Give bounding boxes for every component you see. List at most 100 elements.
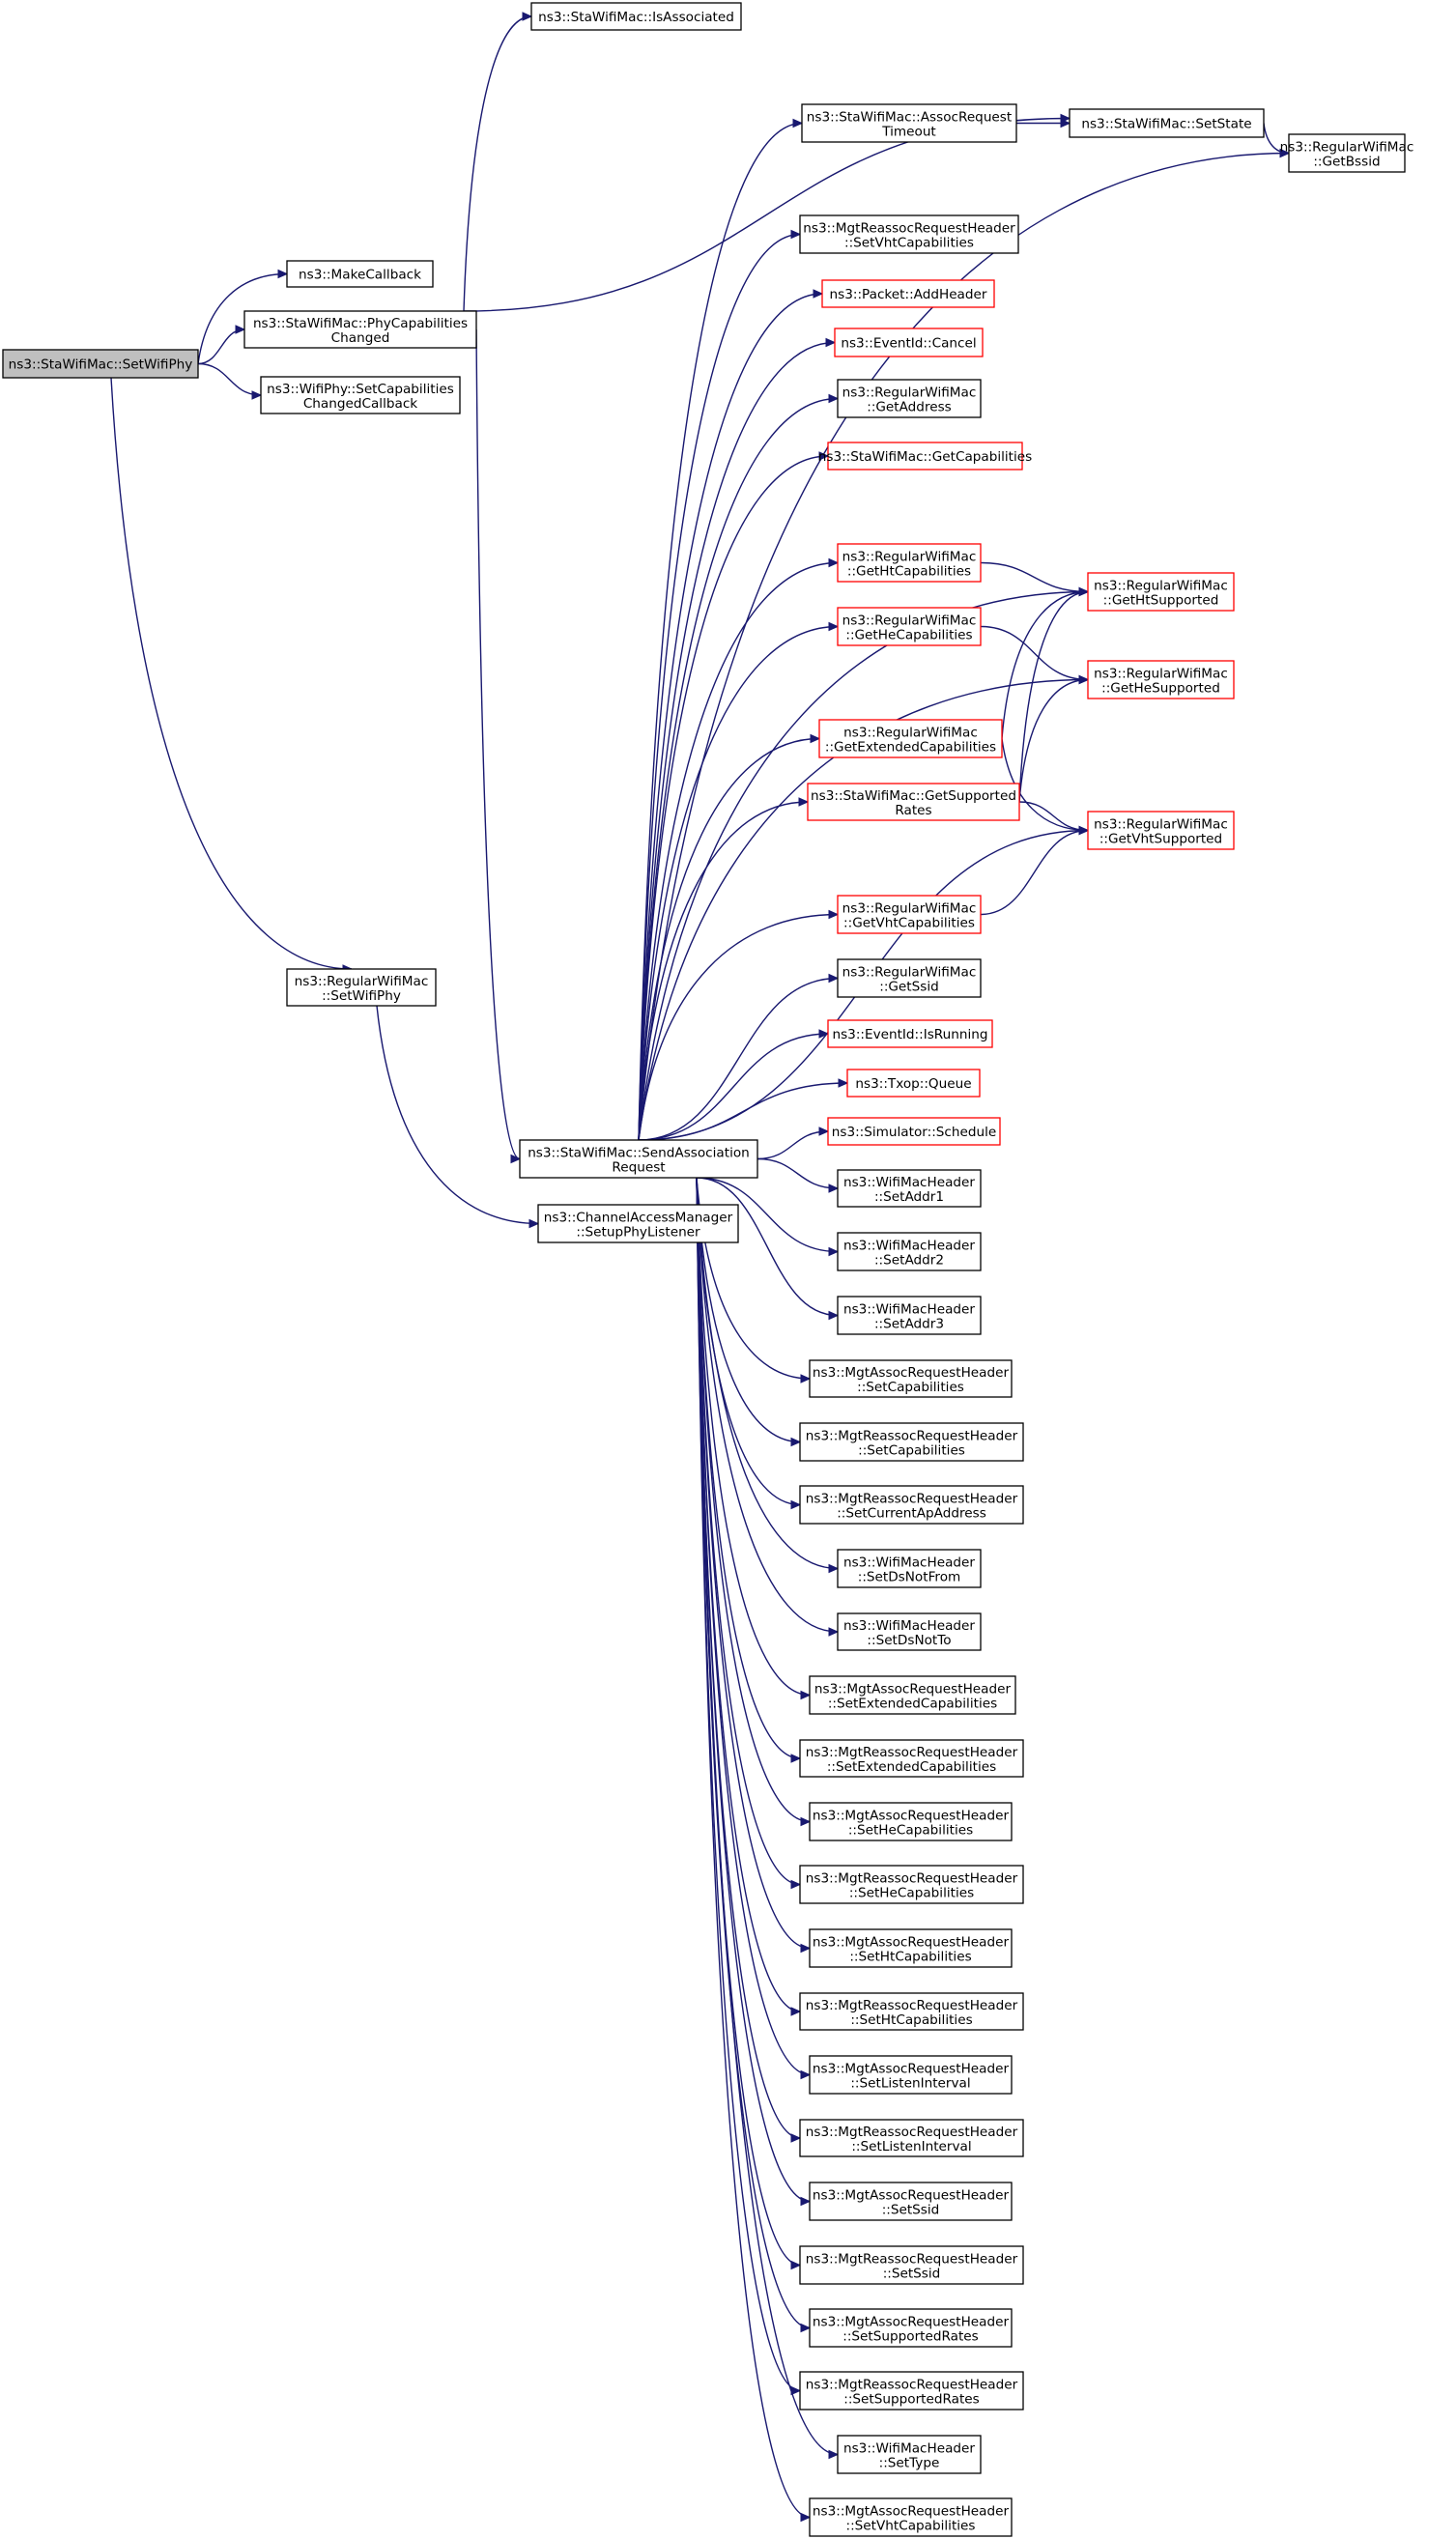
node-c35[interactable]: ns3::WifiMacHeader::SetType [837, 2435, 982, 2474]
node-c1[interactable]: ns3::MgtReassocRequestHeader::SetVhtCapa… [799, 214, 1019, 254]
node-n3[interactable]: ns3::WifiPhy::SetCapabilitiesChangedCall… [260, 376, 461, 414]
node-label: ::SetVhtCapabilities [845, 2519, 975, 2534]
edge-n4-n8 [376, 1005, 540, 1229]
node-label: ::GetSsid [879, 980, 939, 995]
node-c19[interactable]: ns3::MgtReassocRequestHeader::SetCapabil… [799, 1422, 1024, 1462]
edge-path [638, 397, 839, 1141]
edge-arrowhead [800, 1374, 812, 1384]
node-label: ::GetHtSupported [1103, 593, 1219, 609]
node-box [799, 2371, 1024, 2411]
edge-path [757, 1157, 839, 1189]
node-r0[interactable]: ns3::RegularWifiMac::GetHtSupported [1087, 572, 1235, 612]
node-c17[interactable]: ns3::WifiMacHeader::SetAddr3 [837, 1296, 982, 1335]
node-label: ns3::MgtReassocRequestHeader [806, 2125, 1018, 2140]
edge-arrowhead [810, 733, 821, 744]
node-c23[interactable]: ns3::MgtAssocRequestHeader::SetExtendedC… [809, 1675, 1016, 1715]
node-c11[interactable]: ns3::RegularWifiMac::GetSsid [837, 958, 982, 998]
node-n9[interactable]: ns3::RegularWifiMac::GetBssid [1280, 133, 1414, 173]
node-box [519, 1139, 758, 1179]
edge-n7-c35 [696, 1177, 840, 2460]
node-label: ns3::RegularWifiMac [842, 901, 977, 917]
node-label: ::SetHtCapabilities [850, 2012, 972, 2028]
node-c36[interactable]: ns3::MgtAssocRequestHeader::SetVhtCapabi… [809, 2497, 1013, 2537]
node-label: ::SetDsNotFrom [858, 1570, 961, 1585]
edge-n7-c31 [696, 1177, 812, 2207]
node-c32[interactable]: ns3::MgtReassocRequestHeader::SetSsid [799, 2245, 1024, 2285]
edge-n7-c0 [638, 118, 804, 1141]
node-box [809, 1675, 1016, 1715]
node-c24[interactable]: ns3::MgtReassocRequestHeader::SetExtende… [799, 1739, 1024, 1778]
node-c8[interactable]: ns3::RegularWifiMac::GetExtendedCapabili… [818, 719, 1003, 758]
node-c3[interactable]: ns3::EventId::Cancel [834, 328, 984, 357]
node-c30[interactable]: ns3::MgtReassocRequestHeader::SetListenI… [799, 2119, 1024, 2157]
node-c18[interactable]: ns3::MgtAssocRequestHeader::SetCapabilit… [809, 1359, 1013, 1398]
node-c33[interactable]: ns3::MgtAssocRequestHeader::SetSupported… [809, 2308, 1013, 2348]
node-box [837, 2435, 982, 2474]
node-box [809, 2182, 1013, 2221]
node-label: ns3::StaWifiMac::SetWifiPhy [9, 357, 193, 373]
node-c12[interactable]: ns3::EventId::IsRunning [827, 1019, 993, 1048]
node-n6[interactable]: ns3::StaWifiMac::SetState [1069, 108, 1265, 138]
node-c25[interactable]: ns3::MgtAssocRequestHeader::SetHeCapabil… [809, 1802, 1013, 1841]
node-box [821, 279, 995, 308]
node-c2[interactable]: ns3::Packet::AddHeader [821, 279, 995, 308]
node-r1[interactable]: ns3::RegularWifiMac::GetHeSupported [1087, 660, 1235, 699]
node-n8[interactable]: ns3::ChannelAccessManager::SetupPhyListe… [537, 1204, 739, 1243]
node-label: ::SetupPhyListener [576, 1225, 700, 1241]
node-c7[interactable]: ns3::RegularWifiMac::GetHeCapabilities [837, 607, 982, 646]
node-label: ns3::WifiMacHeader [843, 1239, 975, 1254]
node-c16[interactable]: ns3::WifiMacHeader::SetAddr2 [837, 1232, 982, 1271]
edge-n7-c16 [696, 1177, 840, 1257]
node-box [837, 607, 982, 646]
node-c4[interactable]: ns3::RegularWifiMac::GetAddress [837, 379, 982, 418]
node-c31[interactable]: ns3::MgtAssocRequestHeader::SetSsid [809, 2182, 1013, 2221]
node-box [530, 2, 742, 31]
node-n4[interactable]: ns3::RegularWifiMac::SetWifiPhy [286, 968, 437, 1007]
edge-path [980, 829, 1089, 916]
edge-arrowhead [790, 2260, 802, 2270]
node-c13[interactable]: ns3::Txop::Queue [846, 1069, 981, 1098]
edge-path [757, 1130, 829, 1160]
node-c34[interactable]: ns3::MgtReassocRequestHeader::SetSupport… [799, 2371, 1024, 2411]
node-box [799, 1865, 1024, 1904]
edge-n7-c25 [696, 1177, 812, 1827]
node-n1[interactable]: ns3::MakeCallback [286, 260, 434, 288]
node-label: ::SetExtendedCapabilities [827, 1759, 996, 1775]
node-c6[interactable]: ns3::RegularWifiMac::GetHtCapabilities [837, 543, 982, 583]
node-label: ChangedCallback [303, 396, 417, 412]
edge-path [1018, 801, 1089, 832]
node-label: ns3::ChannelAccessManager [544, 1211, 733, 1226]
node-c22[interactable]: ns3::WifiMacHeader::SetDsNotTo [837, 1612, 982, 1651]
node-n5[interactable]: ns3::StaWifiMac::IsAssociated [530, 2, 742, 31]
edge-path [475, 328, 521, 1160]
node-label: ::SetSsid [883, 2267, 941, 2282]
node-c29[interactable]: ns3::MgtAssocRequestHeader::SetListenInt… [809, 2055, 1013, 2095]
edge-arrowhead [790, 1879, 802, 1890]
edge-arrowhead [790, 229, 802, 240]
edge-arrowhead [800, 2069, 812, 2080]
node-r2[interactable]: ns3::RegularWifiMac::GetVhtSupported [1087, 811, 1235, 850]
edge-path [1018, 678, 1089, 803]
edge-path [696, 1177, 811, 2203]
node-c20[interactable]: ns3::MgtReassocRequestHeader::SetCurrent… [799, 1485, 1024, 1525]
node-box [1288, 133, 1406, 173]
node-c5[interactable]: ns3::StaWifiMac::GetCapabilities [818, 442, 1033, 471]
node-label: ::SetCurrentApAddress [837, 1506, 986, 1522]
node-c14[interactable]: ns3::Simulator::Schedule [827, 1117, 1001, 1146]
node-label: Rates [895, 803, 931, 818]
node-n0[interactable]: ns3::StaWifiMac::SetWifiPhy [2, 349, 199, 379]
node-c26[interactable]: ns3::MgtReassocRequestHeader::SetHeCapab… [799, 1865, 1024, 1904]
node-c27[interactable]: ns3::MgtAssocRequestHeader::SetHtCapabil… [809, 1928, 1013, 1968]
node-c15[interactable]: ns3::WifiMacHeader::SetAddr1 [837, 1169, 982, 1208]
node-c21[interactable]: ns3::WifiMacHeader::SetDsNotFrom [837, 1549, 982, 1588]
node-c28[interactable]: ns3::MgtReassocRequestHeader::SetHtCapab… [799, 1992, 1024, 2031]
edge-path [638, 341, 836, 1141]
node-label: Request [612, 1160, 665, 1176]
node-c10[interactable]: ns3::RegularWifiMac::GetVhtCapabilities [837, 895, 982, 934]
node-label: ::SetExtendedCapabilities [828, 1697, 997, 1712]
